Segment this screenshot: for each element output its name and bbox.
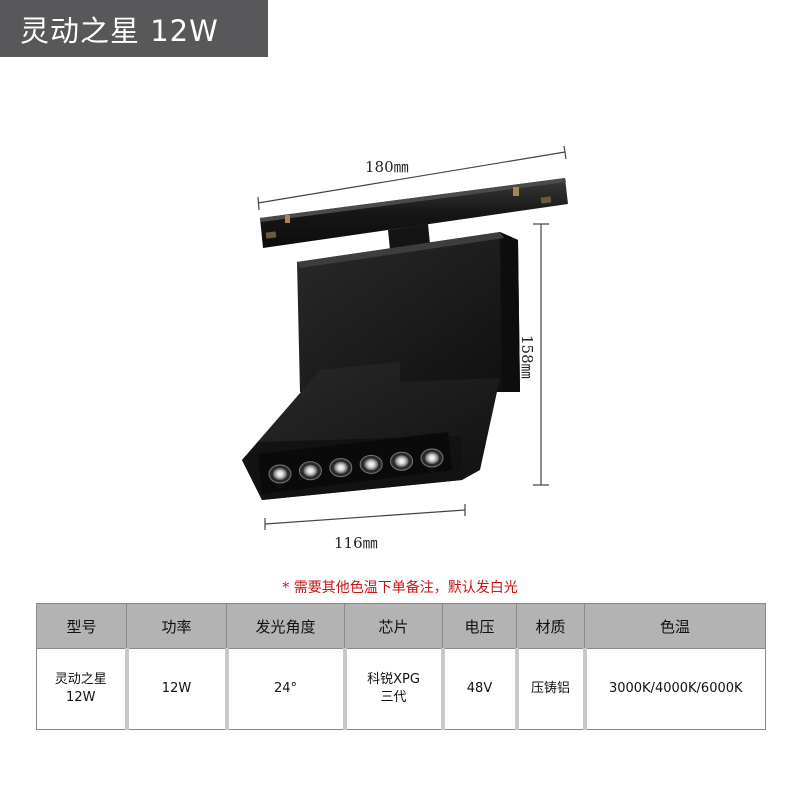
driver-housing <box>297 232 520 392</box>
dimension-height: 158㎜ <box>518 335 536 379</box>
dimension-line-bottom <box>264 504 466 530</box>
dimension-width-top: 180㎜ <box>365 158 409 176</box>
header-voltage: 电压 <box>442 603 517 649</box>
cell-chip-line1: 科锐XPG <box>367 672 420 688</box>
cell-model: 灵动之星 12W <box>36 648 127 730</box>
led-lens <box>303 464 318 477</box>
cell-color-temp: 3000K/4000K/6000K <box>582 648 766 730</box>
led-lens <box>425 452 439 464</box>
cell-chip: 科锐XPG 三代 <box>342 648 443 730</box>
led-lens <box>333 461 348 474</box>
track-rail <box>260 178 568 248</box>
header-material: 材质 <box>516 603 585 649</box>
header-beam-angle: 发光角度 <box>226 603 345 649</box>
dimension-line-top <box>257 145 567 211</box>
led-lens <box>273 468 287 480</box>
spec-table: 型号 功率 发光角度 芯片 电压 材质 色温 灵动之星 12W 12W 24° … <box>36 603 766 730</box>
cell-material: 压铸铝 <box>514 648 585 730</box>
header-power: 功率 <box>126 603 227 649</box>
led-array <box>268 448 444 484</box>
dimension-width-bottom: 116㎜ <box>334 534 378 552</box>
led-lens <box>364 458 379 471</box>
product-title-banner: 灵动之星 12W <box>0 0 268 57</box>
cell-model-line2: 12W <box>66 690 96 705</box>
color-temperature-notice: * 需要其他色温下单备注，默认发白光 <box>282 580 518 596</box>
product-title: 灵动之星 12W <box>20 13 219 48</box>
cell-chip-line2: 三代 <box>380 690 407 705</box>
spec-table-header: 型号 功率 发光角度 芯片 电压 材质 色温 <box>36 603 766 649</box>
rail-connector <box>388 224 430 250</box>
header-model: 型号 <box>36 603 127 649</box>
led-lens <box>394 455 409 468</box>
table-row: 灵动之星 12W 12W 24° 科锐XPG 三代 48V 压铸铝 3000K/… <box>36 648 766 730</box>
dimension-line-right <box>533 223 549 486</box>
cell-voltage: 48V <box>440 648 517 730</box>
header-chip: 芯片 <box>344 603 443 649</box>
cell-power: 12W <box>124 648 227 730</box>
header-color-temp: 色温 <box>584 603 766 649</box>
cell-beam-angle: 24° <box>224 648 345 730</box>
cell-model-line1: 灵动之星 <box>54 672 107 688</box>
